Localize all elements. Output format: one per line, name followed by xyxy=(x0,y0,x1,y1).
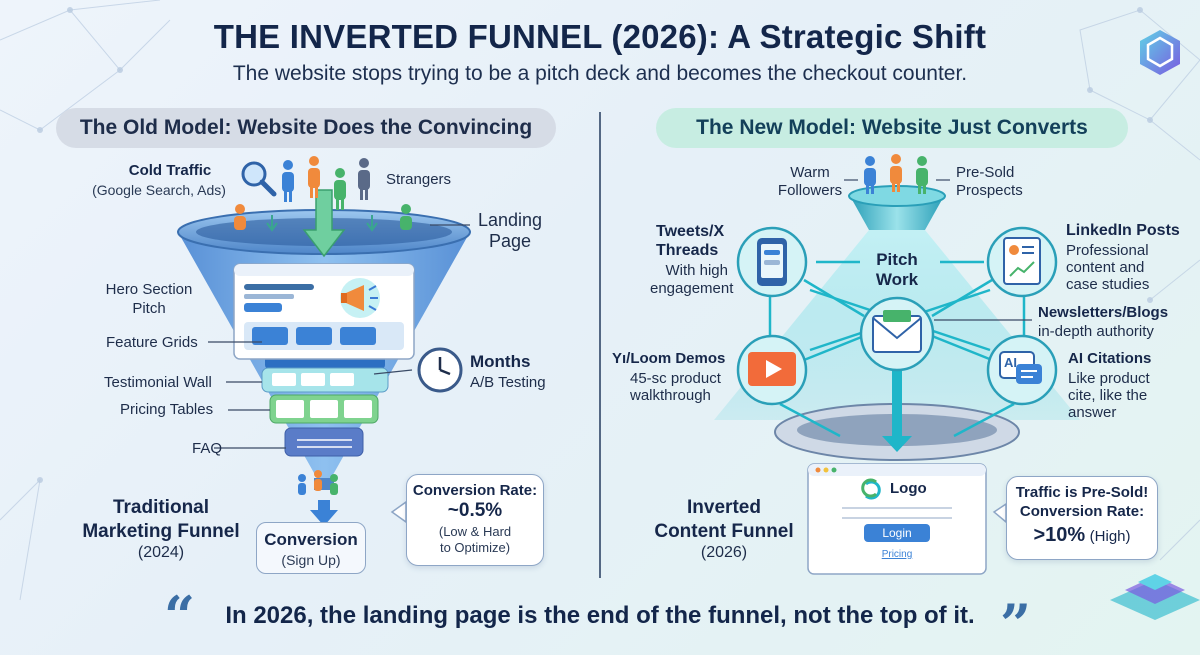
inverted-funnel-year: (2026) xyxy=(700,544,748,561)
ai-chat-icon xyxy=(986,334,1058,406)
testimonial-wall-label: Testimonial Wall xyxy=(104,374,212,391)
linkedin-label: LinkedIn Posts xyxy=(1066,222,1180,239)
months-label: Months xyxy=(470,352,531,371)
megaphone-icon xyxy=(340,278,380,318)
ai-citations-sub: Like product cite, like the answer xyxy=(1068,370,1150,421)
faq-label: FAQ xyxy=(192,440,223,457)
old-rate-value: ~0.5% xyxy=(447,500,503,521)
old-rate-note: (Low & Hard to Optimize) xyxy=(438,524,512,555)
loom-demos-sub: 45-sc product walkthrough xyxy=(630,370,721,404)
phone-icon xyxy=(736,226,808,298)
warm-followers-label: Warm Followers xyxy=(777,164,843,199)
login-page-mockup xyxy=(807,463,987,575)
tweets-label: Tweets/X Threads xyxy=(656,223,725,259)
traditional-funnel-year: (2024) xyxy=(137,544,185,561)
new-callout-value: >10% xyxy=(1033,524,1086,546)
chip-decoration xyxy=(1110,574,1200,620)
new-callout-value-row: >10% (High) xyxy=(1006,524,1158,547)
cube-logo-icon xyxy=(1140,30,1180,75)
old-rate-label: Conversion Rate: xyxy=(412,482,538,499)
old-conversion-callout xyxy=(406,474,544,566)
clock-icon xyxy=(417,347,463,393)
ai-badge: AI xyxy=(1004,355,1017,370)
login-logo-text: Logo xyxy=(890,480,927,497)
new-callout-note: (High) xyxy=(1089,528,1131,545)
pricing-tables-label: Pricing Tables xyxy=(120,401,214,418)
ai-citations-label: AI Citations xyxy=(1068,350,1152,367)
page-subtitle: The website stops trying to be a pitch d… xyxy=(232,62,968,85)
cold-traffic-sub: (Google Search, Ads) xyxy=(92,182,226,198)
old-model-heading: The Old Model: Website Does the Convinci… xyxy=(56,108,556,148)
closing-quote: In 2026, the landing page is the end of … xyxy=(225,602,975,629)
linkedin-sub: Professional content and case studies xyxy=(1066,242,1150,293)
envelope-icon xyxy=(859,296,935,372)
close-quote-icon: ” xyxy=(1000,592,1032,655)
newsletters-sub: in-depth authority xyxy=(1038,323,1154,340)
open-quote-icon: “ xyxy=(164,584,196,648)
person-icon xyxy=(234,154,928,495)
pitch-work-label: Pitch Work xyxy=(875,250,919,289)
resume-icon xyxy=(986,226,1058,298)
new-callout-line2: Conversion Rate: xyxy=(1019,503,1145,520)
page-title: THE INVERTED FUNNEL (2026): A Strategic … xyxy=(213,18,987,55)
pricing-link[interactable]: Pricing xyxy=(881,549,913,560)
conversion-sub: (Sign Up) xyxy=(281,552,341,568)
strangers-label: Strangers xyxy=(386,171,452,188)
play-icon xyxy=(736,334,808,406)
new-callout-line1: Traffic is Pre-Sold! xyxy=(1015,484,1149,501)
landing-page-mockup xyxy=(233,263,415,360)
new-model-heading: The New Model: Website Just Converts xyxy=(656,108,1128,148)
ab-testing-label: A/B Testing xyxy=(470,374,546,391)
entry-arrow xyxy=(302,189,346,258)
inverted-funnel-name: Inverted Content Funnel xyxy=(654,497,794,542)
pre-sold-label: Pre-Sold Prospects xyxy=(956,164,1023,199)
conversion-label: Conversion xyxy=(264,530,358,549)
feature-grids-label: Feature Grids xyxy=(106,334,198,351)
new-conversion-callout xyxy=(1006,476,1158,560)
landing-page-label: Landing Page xyxy=(477,210,543,251)
login-button[interactable]: Login xyxy=(882,526,912,540)
traditional-funnel-name: Traditional Marketing Funnel xyxy=(82,497,240,542)
hero-section-label: Hero Section Pitch xyxy=(105,281,193,317)
tweets-sub: With high engagement xyxy=(650,262,734,297)
loom-demos-label: Yı/Loom Demos xyxy=(612,350,726,367)
magnifier-icon xyxy=(241,161,277,197)
newsletters-label: Newsletters/Blogs xyxy=(1038,304,1169,321)
cold-traffic-label: Cold Traffic xyxy=(128,162,212,179)
conversion-box xyxy=(256,522,366,574)
